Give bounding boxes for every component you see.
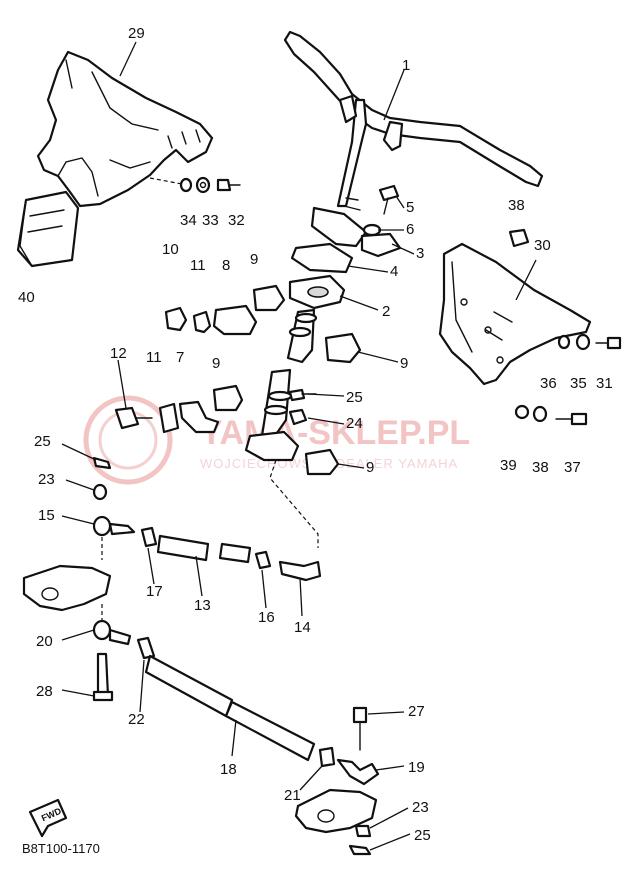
callout-7: 7 <box>176 349 184 366</box>
callout-40: 38 <box>508 197 525 214</box>
callout-25-left: 25 <box>34 433 51 450</box>
parts-9-bushings <box>212 284 362 476</box>
callout-14: 14 <box>294 619 311 636</box>
callout-2: 2 <box>382 303 390 320</box>
leader-lines <box>61 41 537 851</box>
part-1-handlebar <box>283 30 544 248</box>
callout-11-upper: 11 <box>190 257 206 274</box>
callout-21: 21 <box>284 787 301 804</box>
callout-23-upper: 23 <box>38 471 55 488</box>
left-steering-bracket <box>22 530 112 622</box>
drawing-code: B8T100-1170 <box>22 841 100 856</box>
part-28-front-cover <box>36 50 214 208</box>
callout-23-lower: 23 <box>412 799 429 816</box>
callout-16: 16 <box>258 609 275 626</box>
upper-tie-rod <box>92 456 322 582</box>
lower-tie-rod <box>92 619 380 786</box>
callout-labels: 29 1 34 33 32 40 5 6 3 4 38 30 10 11 8 9… <box>18 25 613 844</box>
callout-26: 27 <box>408 703 425 720</box>
watermark-brand: YAMA-SKLEP.PL <box>200 414 470 452</box>
callout-24: 24 <box>346 415 363 432</box>
callout-33: 31 <box>596 375 613 392</box>
callout-11-lower: 11 <box>146 349 162 366</box>
callout-25-lower: 25 <box>414 827 431 844</box>
part-29-right-cover <box>438 242 592 386</box>
parts-3-6 <box>290 184 402 274</box>
callout-9-b: 9 <box>400 355 408 372</box>
callout-31: 33 <box>202 212 219 229</box>
callout-32: 34 <box>180 212 197 229</box>
callout-13: 13 <box>194 597 211 614</box>
part-2-steering-column <box>244 274 346 548</box>
callout-1: 1 <box>402 57 410 74</box>
callout-39: 40 <box>18 289 35 306</box>
callout-37: 38 <box>532 459 549 476</box>
callout-6: 6 <box>406 221 414 238</box>
callout-12: 12 <box>110 345 127 362</box>
callout-35: 36 <box>540 375 557 392</box>
parts-7-12 <box>114 304 258 434</box>
callout-19: 19 <box>408 759 425 776</box>
callout-30: 32 <box>228 212 245 229</box>
fasteners-33-40 <box>508 228 622 426</box>
callout-34: 35 <box>570 375 587 392</box>
watermark-logo-ring <box>83 395 173 485</box>
callout-25-upper: 25 <box>346 389 363 406</box>
callout-22: 22 <box>128 711 145 728</box>
callout-18: 18 <box>220 761 237 778</box>
callout-4: 4 <box>390 263 398 280</box>
callout-9-a: 9 <box>250 251 258 268</box>
callout-29: 30 <box>534 237 551 254</box>
right-steering-bracket <box>294 788 378 856</box>
callout-15: 15 <box>38 507 55 524</box>
fwd-arrow-icon: FWD <box>28 798 68 838</box>
part-39-pad <box>16 190 80 268</box>
callout-36: 37 <box>564 459 581 476</box>
callout-17: 17 <box>146 583 163 600</box>
callout-20: 20 <box>36 633 53 650</box>
callout-9-d: 9 <box>366 459 374 476</box>
callout-3: 3 <box>416 245 424 262</box>
callout-10: 10 <box>162 241 179 258</box>
callout-38: 39 <box>500 457 517 474</box>
fasteners-30-32 <box>149 176 241 194</box>
callout-5: 5 <box>406 199 414 216</box>
callout-27: 28 <box>36 683 53 700</box>
callout-8: 8 <box>222 257 230 274</box>
callout-28: 29 <box>128 25 145 42</box>
callout-9-c: 9 <box>212 355 220 372</box>
